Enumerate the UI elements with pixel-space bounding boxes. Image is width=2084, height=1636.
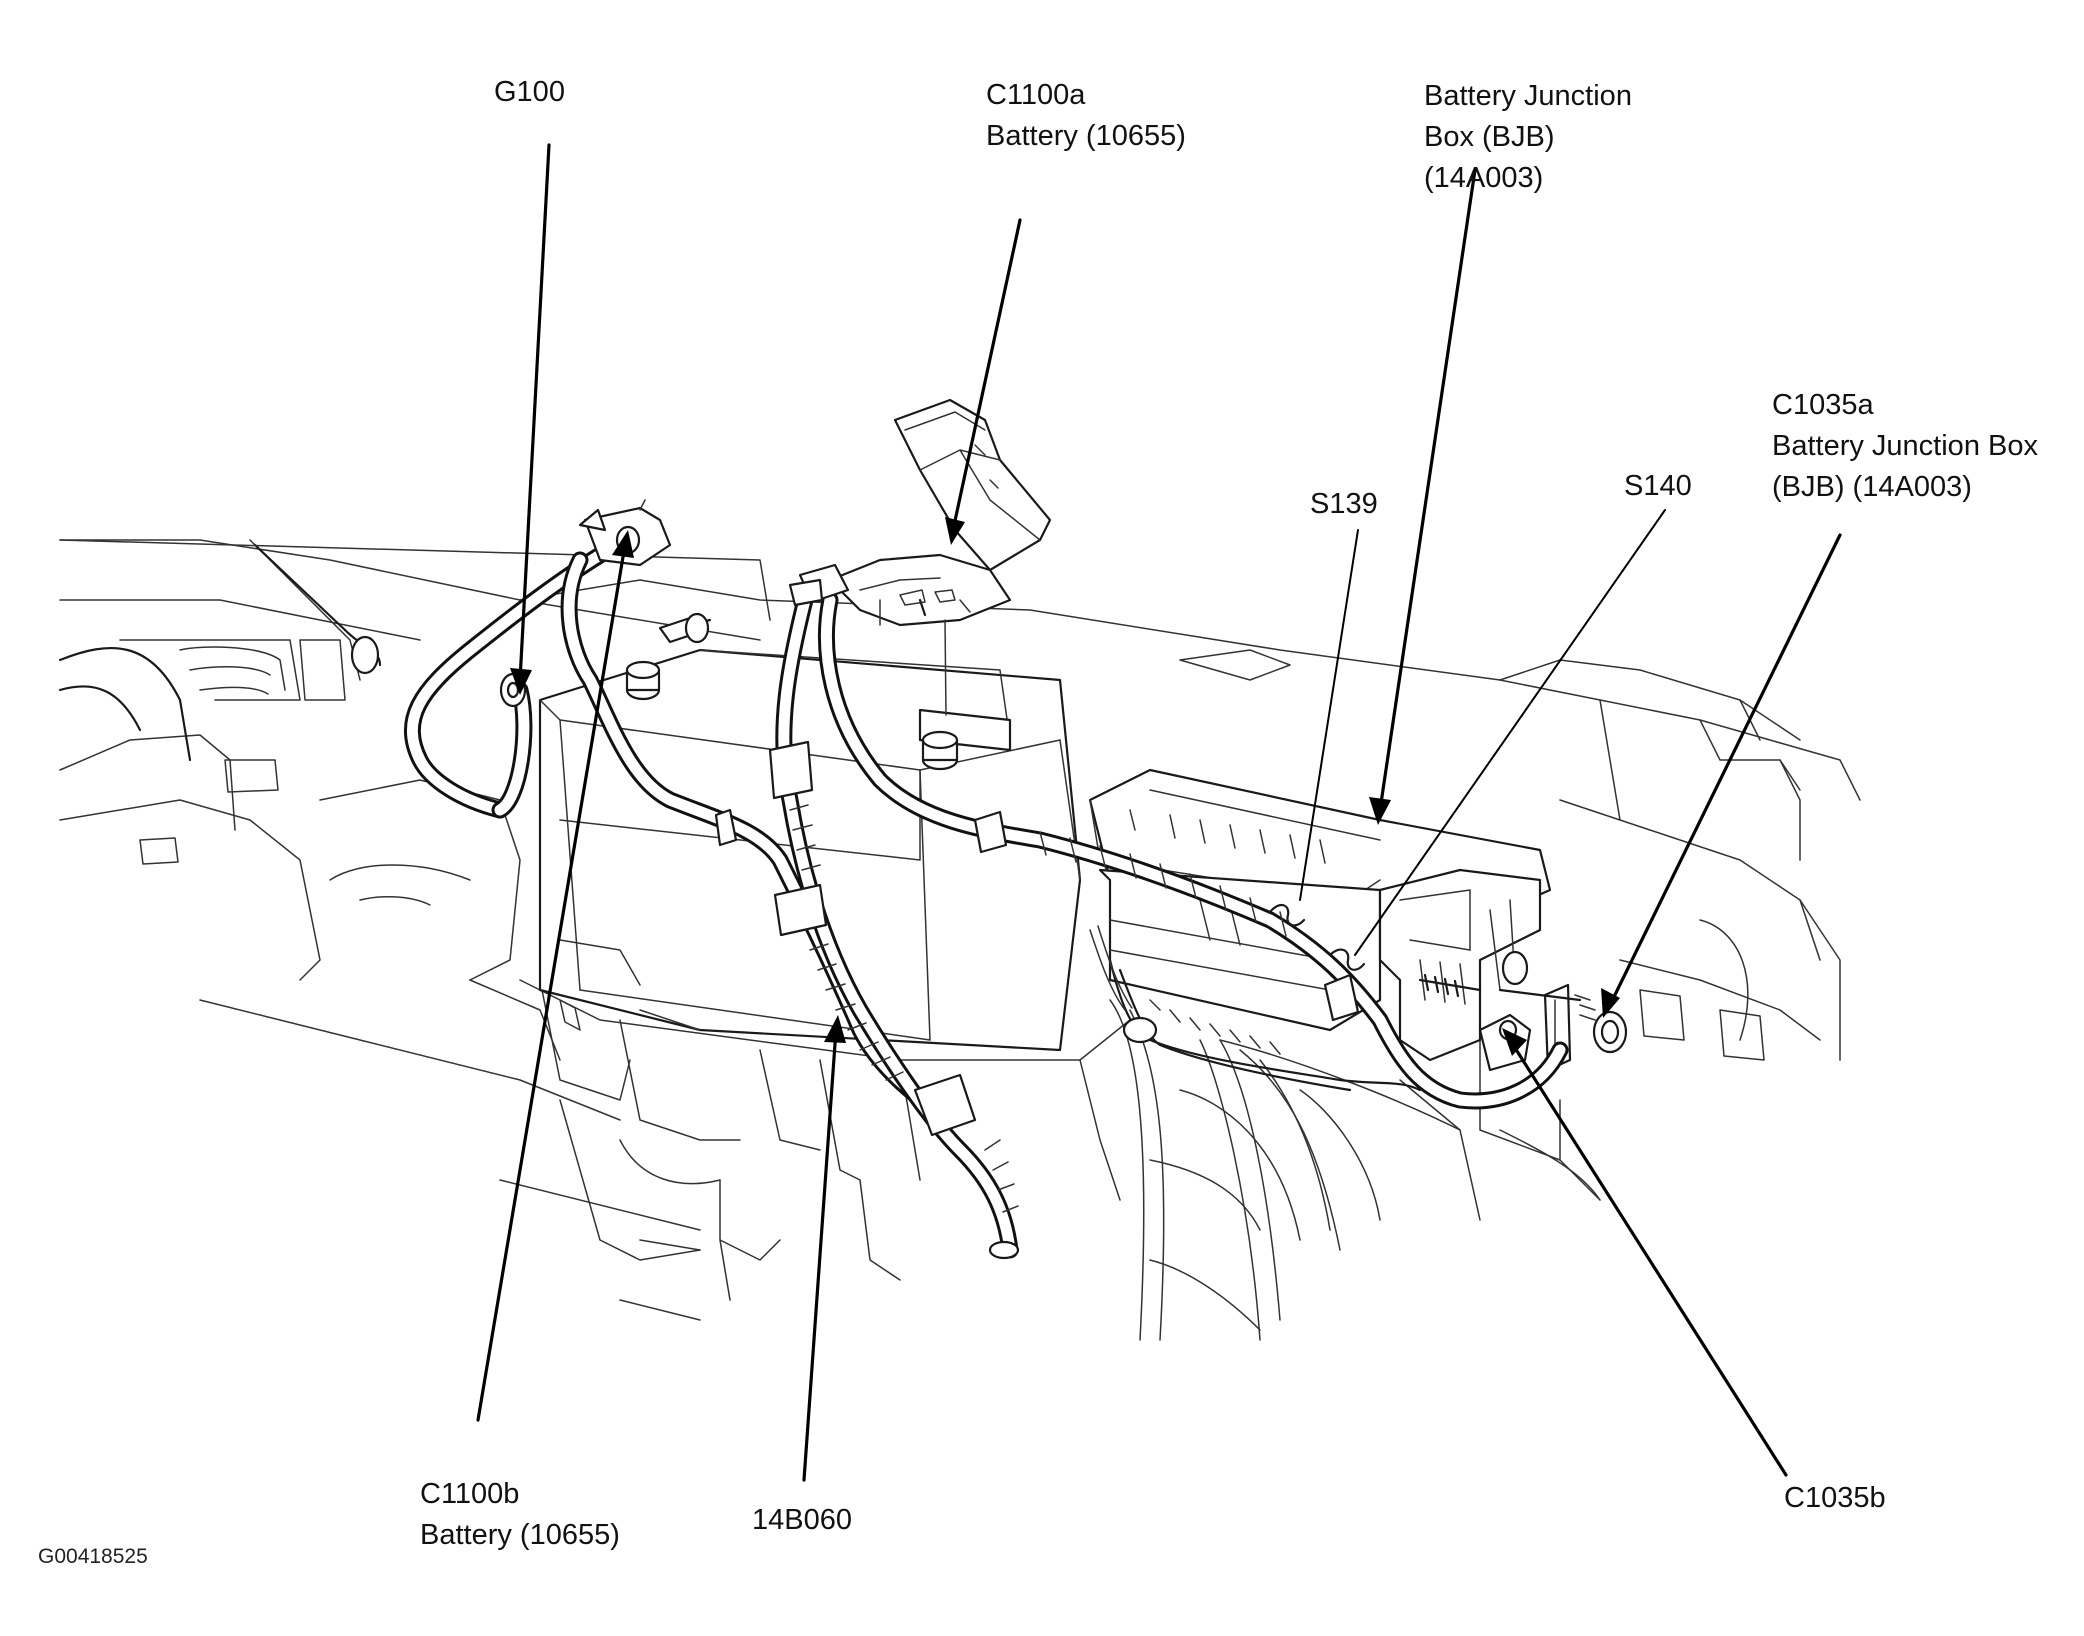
figure-id: G00418525 — [38, 1545, 148, 1568]
terminal-cover — [813, 398, 1052, 716]
leader-bjb — [1378, 168, 1477, 812]
bjb-harness — [1089, 925, 1422, 1092]
label-g100: G100 — [494, 76, 565, 108]
label-c1100b: C1100b Battery (10655) — [420, 1478, 620, 1551]
label-s139: S139 — [1310, 488, 1378, 520]
s139-splice-mark — [1268, 903, 1306, 927]
leader-g100 — [518, 143, 551, 682]
leader-s140 — [1354, 509, 1666, 956]
battery-junction-box — [1088, 768, 1628, 1072]
leader-c1035a — [1608, 533, 1842, 1007]
radiator-support — [59, 539, 1861, 1061]
leader-c1100a — [951, 218, 1022, 532]
label-c1035a: C1035a Battery Junction Box (BJB) (14A00… — [1772, 389, 2038, 503]
label-c1100a: C1100a Battery (10655) — [986, 79, 1186, 152]
leader-s139 — [1299, 529, 1359, 901]
leader-c1100b — [476, 543, 627, 1422]
left-body-panel — [58, 539, 761, 1121]
label-c1035b: C1035b — [1784, 1482, 1886, 1514]
harness-14b060 — [560, 551, 1569, 1260]
leader-lines — [476, 143, 1842, 1482]
battery — [538, 612, 1082, 1052]
label-14b060: 14B060 — [752, 1504, 852, 1536]
s140-splice-mark — [1328, 948, 1366, 971]
leader-c1035b — [1508, 1038, 1788, 1477]
battery-tray — [499, 979, 1131, 1321]
leader-14b060 — [802, 1028, 838, 1482]
label-s140: S140 — [1624, 470, 1692, 502]
label-bjb: Battery Junction Box (BJB) (14A003) — [1424, 80, 1632, 194]
